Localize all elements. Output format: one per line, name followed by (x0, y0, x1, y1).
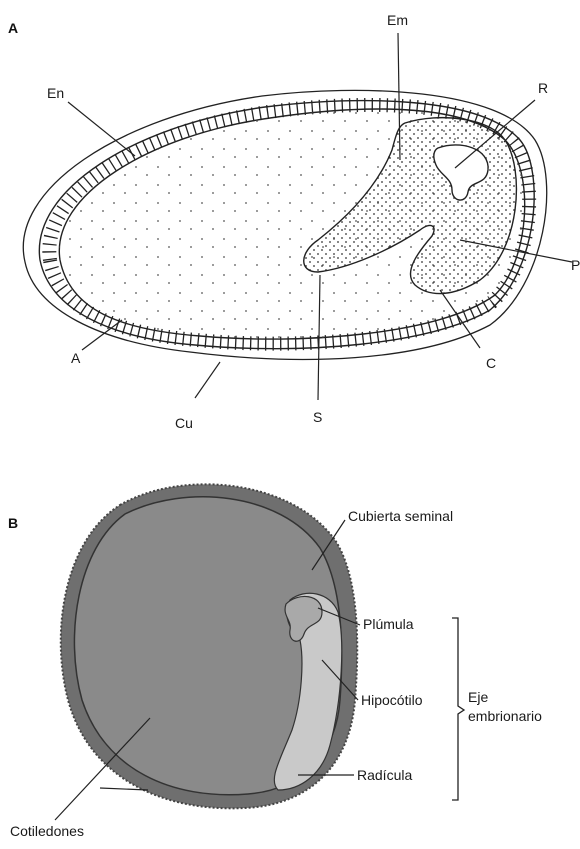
label-r: R (538, 80, 548, 96)
panel-a-letter: A (8, 20, 18, 36)
label-en: En (47, 85, 64, 101)
label-c: C (486, 355, 496, 371)
label-eje: Eje (468, 689, 488, 705)
leader-cu (195, 362, 220, 398)
panel-a: A Em En R P A Cu S C (8, 12, 580, 431)
label-plumula: Plúmula (363, 616, 414, 632)
label-cotiledones: Cotiledones (10, 823, 84, 839)
label-s: S (313, 409, 322, 425)
label-hipocotilo: Hipocótilo (361, 692, 423, 708)
label-cubierta-seminal: Cubierta seminal (348, 508, 453, 524)
bracket-eje (452, 618, 464, 800)
label-a: A (71, 350, 81, 366)
label-cu: Cu (175, 415, 193, 431)
label-em: Em (387, 12, 408, 28)
label-embrionario: embrionario (468, 708, 542, 724)
panel-b: B Cubierta seminal Plúmula Hipocótilo Ra… (8, 484, 542, 839)
panel-b-letter: B (8, 515, 18, 531)
label-p: P (571, 257, 580, 273)
label-radicula: Radícula (357, 767, 412, 783)
